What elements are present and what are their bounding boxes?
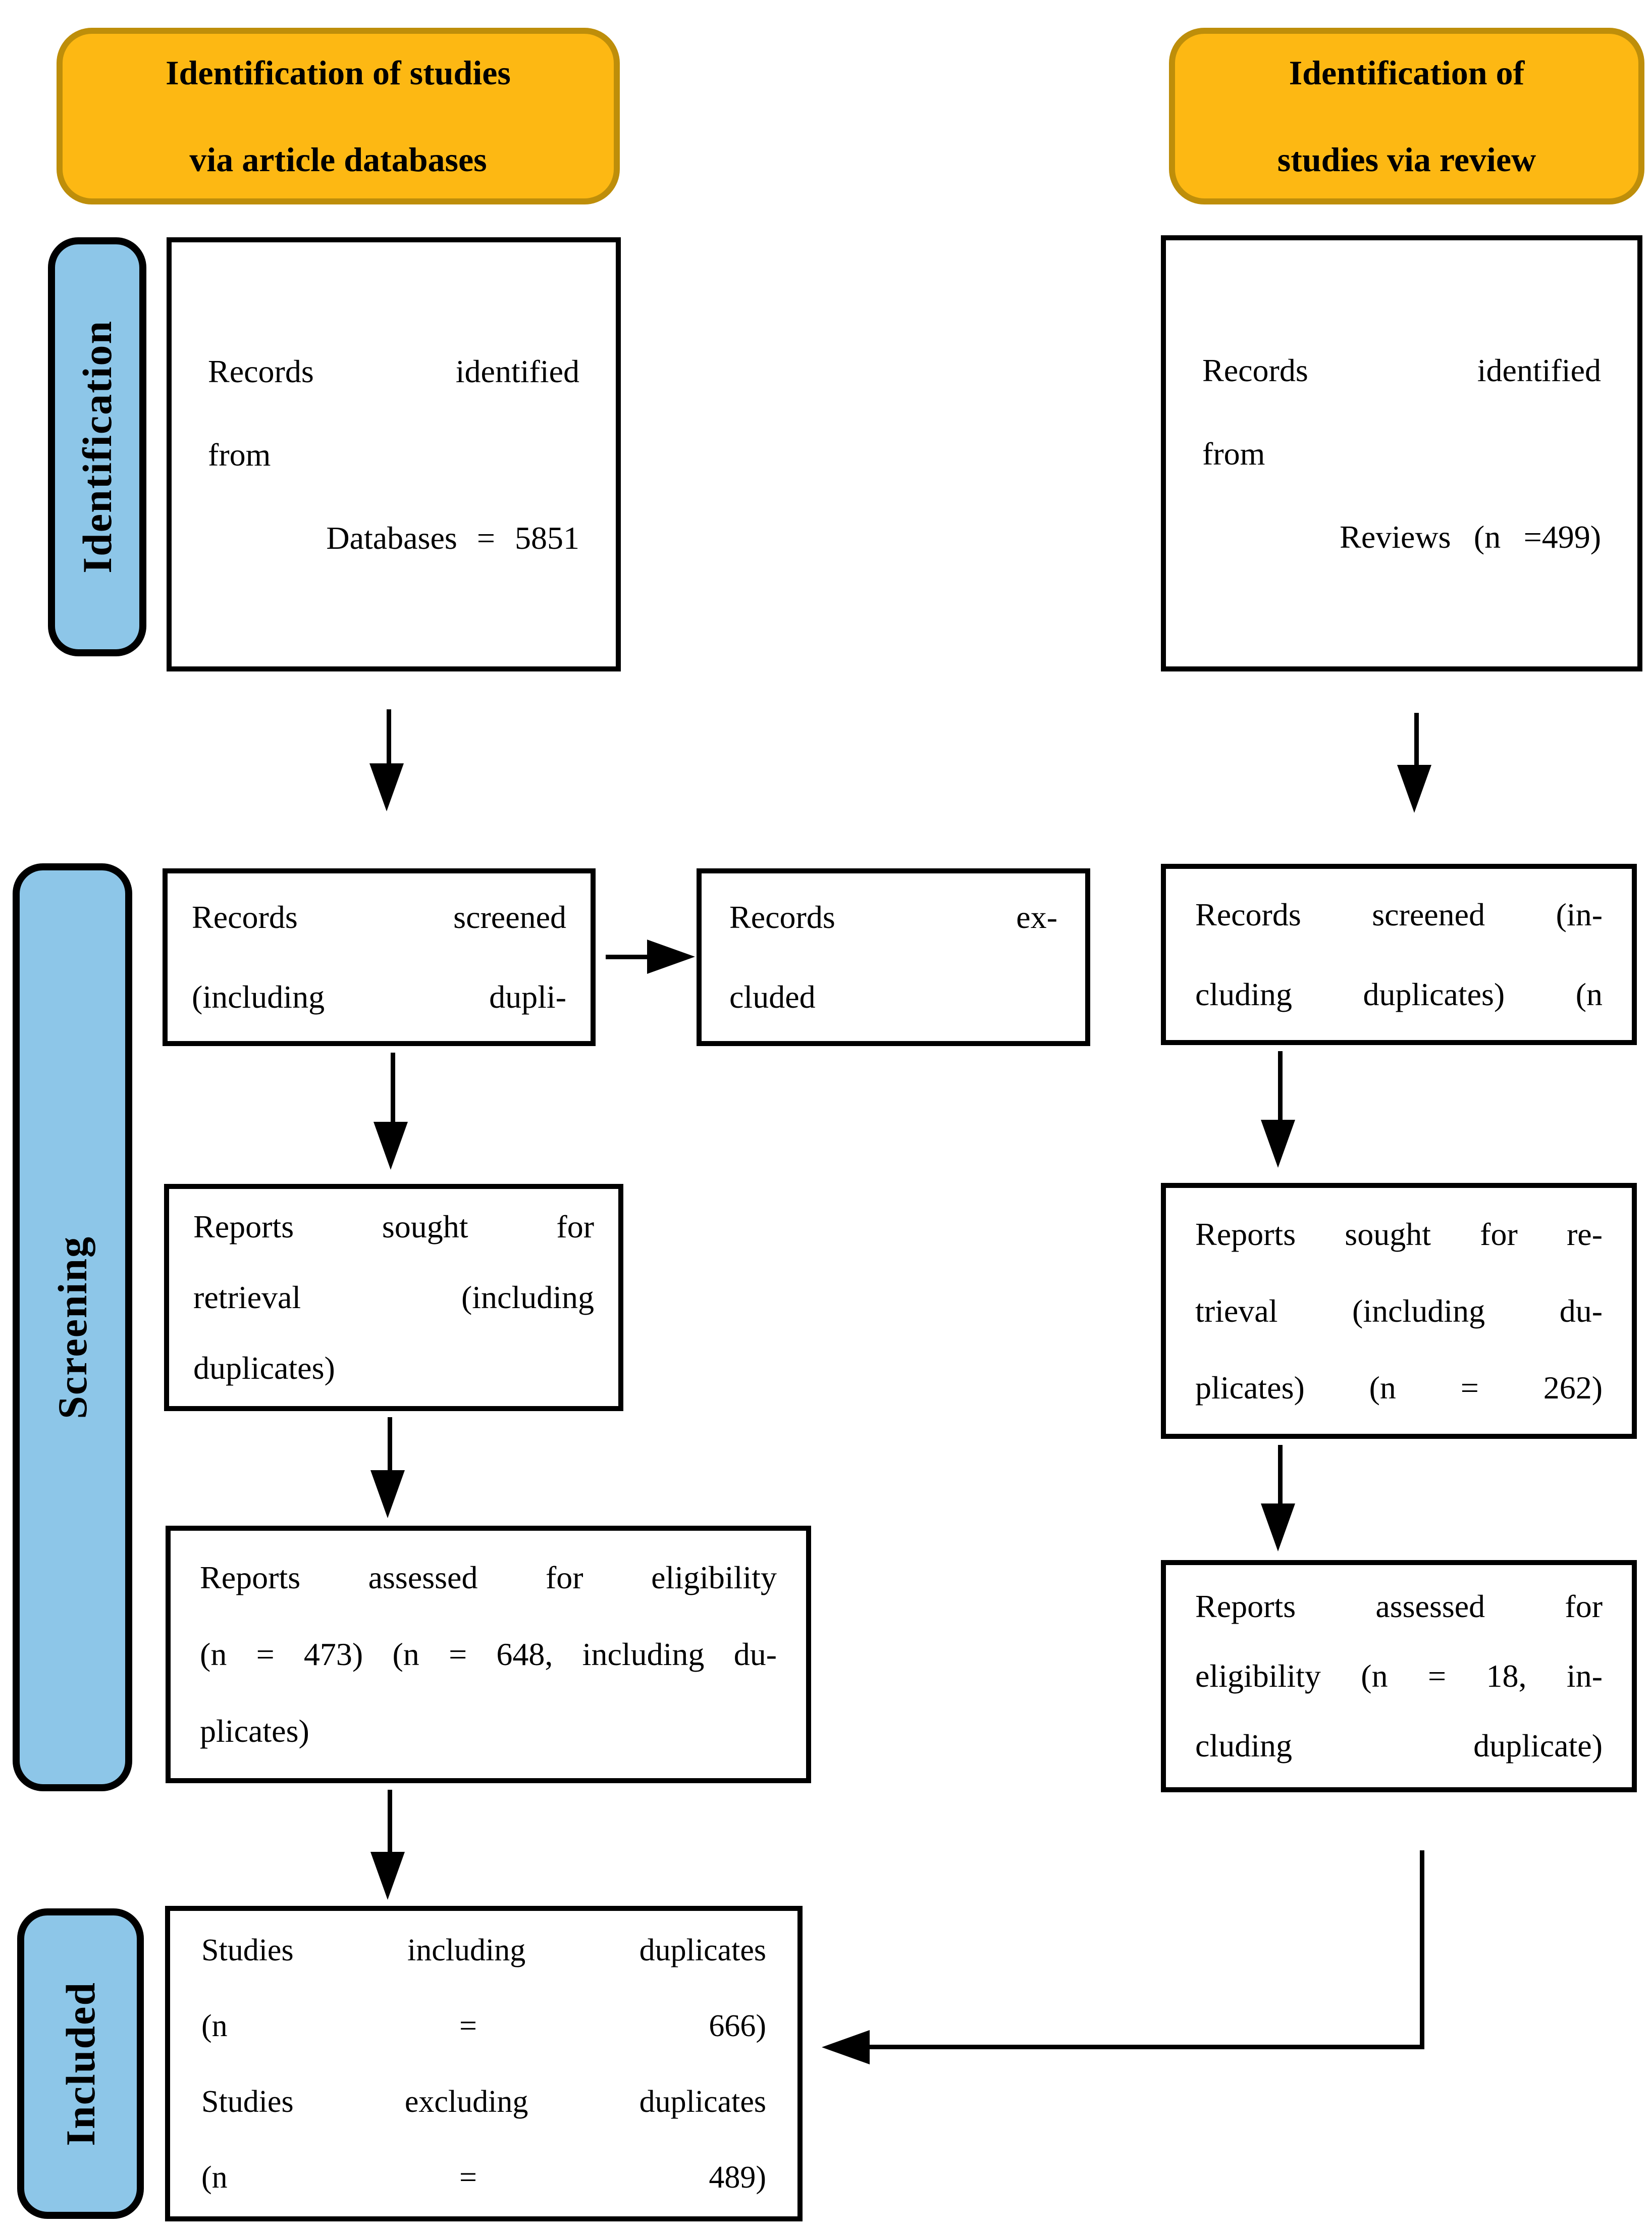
box-records-identified-reviews-text: Records identified from Reviews (n =499) xyxy=(1202,352,1601,555)
box-studies-included-text: Studies including duplicates (n = 666) S… xyxy=(201,1933,766,2195)
box-records-excluded-text: Records ex- cluded xyxy=(729,899,1057,1015)
stage-screening-label: Screening xyxy=(49,1235,95,1419)
stage-identification-label: Identification xyxy=(74,320,120,574)
box-reports-sought-reviews-text: Reports sought for re- trieval (includin… xyxy=(1195,1216,1603,1406)
box-records-screened-reviews-text: Records screened (in- cluding duplicates… xyxy=(1195,896,1603,1012)
arrow-down-icon xyxy=(370,1470,405,1518)
arrow-down-icon xyxy=(1261,1503,1295,1551)
box-records-identified-reviews: Records identified from Reviews (n =499) xyxy=(1161,235,1642,671)
box-reports-assessed-databases: Reports assessed for eligibility (n = 47… xyxy=(166,1526,811,1783)
stage-identification: Identification xyxy=(48,237,146,656)
stage-included-label: Included xyxy=(57,1981,103,2146)
elbow-connector-vertical-line xyxy=(1420,1850,1424,2049)
header-identification-via-databases: Identification of studies via article da… xyxy=(57,28,620,204)
box-reports-assessed-databases-text: Reports assessed for eligibility (n = 47… xyxy=(200,1560,777,1749)
arrow-down-icon xyxy=(370,1852,405,1900)
box-records-identified-databases: Records identified from Databases = 5851 xyxy=(167,237,621,671)
arrow-sought-to-assessed-left-line xyxy=(388,1417,392,1474)
box-studies-included: Studies including duplicates (n = 666) S… xyxy=(165,1906,803,2221)
header-identification-via-review: Identification of studies via review xyxy=(1169,28,1644,204)
stage-screening: Screening xyxy=(13,863,132,1791)
arrow-id-to-screened-left-line xyxy=(387,709,391,767)
arrow-down-icon xyxy=(374,1122,408,1170)
box-reports-sought-reviews: Reports sought for re- trieval (includin… xyxy=(1161,1183,1637,1439)
arrow-sought-to-assessed-right-line xyxy=(1278,1445,1283,1507)
arrow-screened-to-excluded-line xyxy=(606,955,649,959)
arrow-id-to-screened-right-line xyxy=(1414,713,1419,768)
box-reports-assessed-reviews-text: Reports assessed for eligibility (n = 18… xyxy=(1195,1588,1603,1763)
box-records-screened-databases: Records screened (including dupli- xyxy=(163,868,596,1046)
arrow-left-icon xyxy=(822,2030,870,2064)
box-records-identified-databases-text: Records identified from Databases = 5851 xyxy=(208,353,579,556)
box-records-excluded: Records ex- cluded xyxy=(697,868,1090,1046)
arrow-assessed-to-included-line xyxy=(388,1790,392,1855)
elbow-connector-horizontal-line xyxy=(864,2045,1424,2049)
arrow-down-icon xyxy=(1397,765,1431,813)
box-records-screened-databases-text: Records screened (including dupli- xyxy=(192,899,566,1015)
stage-included: Included xyxy=(17,1908,144,2219)
arrow-down-icon xyxy=(369,763,404,811)
arrow-screened-to-sought-left-line xyxy=(391,1053,395,1126)
box-reports-assessed-reviews: Reports assessed for eligibility (n = 18… xyxy=(1161,1560,1637,1792)
arrow-down-icon xyxy=(1261,1120,1295,1168)
box-records-screened-reviews: Records screened (in- cluding duplicates… xyxy=(1161,864,1637,1045)
box-reports-sought-databases-text: Reports sought for retrieval (including … xyxy=(193,1209,594,1386)
arrow-right-icon xyxy=(647,940,695,974)
arrow-screened-to-sought-right-line xyxy=(1278,1051,1283,1123)
box-reports-sought-databases: Reports sought for retrieval (including … xyxy=(164,1184,623,1411)
